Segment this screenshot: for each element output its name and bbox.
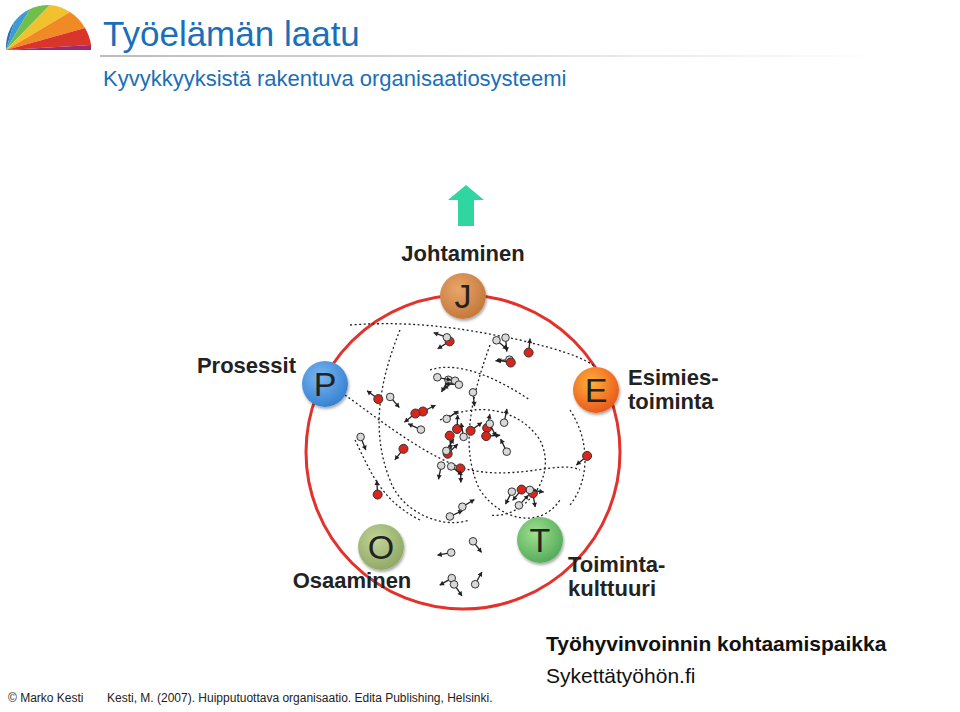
- node-label: Prosessit: [197, 354, 296, 378]
- node-letter: E: [573, 367, 619, 413]
- node-letter: J: [440, 273, 486, 319]
- capability-circle: TToiminta- kulttuuri: [517, 517, 563, 563]
- title-rule: [100, 55, 880, 57]
- title: Työelämän laatu: [103, 14, 360, 54]
- node-label: Johtaminen: [401, 242, 524, 266]
- node-letter: P: [302, 361, 348, 407]
- copyright: © Marko Kesti: [8, 691, 84, 705]
- node-label: Esimies- toiminta: [628, 366, 738, 414]
- node-label: Osaaminen: [293, 569, 412, 593]
- node-label: Toiminta- kulttuuri: [568, 553, 688, 601]
- dotted-paths: [345, 324, 605, 523]
- logo-fan: [6, 5, 91, 50]
- capability-circle: EEsimies- toiminta: [573, 367, 619, 413]
- footer-heading: Työhyvinvoinnin kohtaamispaikka: [546, 632, 886, 656]
- subtitle: Kyvykkyyksistä rakentuva organisaatiosys…: [103, 66, 566, 92]
- capability-circle: PProsessit: [302, 361, 348, 407]
- footer-site: Sykettätyöhön.fi: [546, 664, 695, 688]
- capability-circle: OOsaaminen: [358, 524, 404, 570]
- up-arrow: [448, 185, 484, 226]
- node-letter: O: [358, 524, 404, 570]
- node-letter: T: [517, 517, 563, 563]
- capability-circle: JJohtaminen: [440, 273, 486, 319]
- citation: Kesti, M. (2007). Huipputuottava organis…: [107, 691, 493, 705]
